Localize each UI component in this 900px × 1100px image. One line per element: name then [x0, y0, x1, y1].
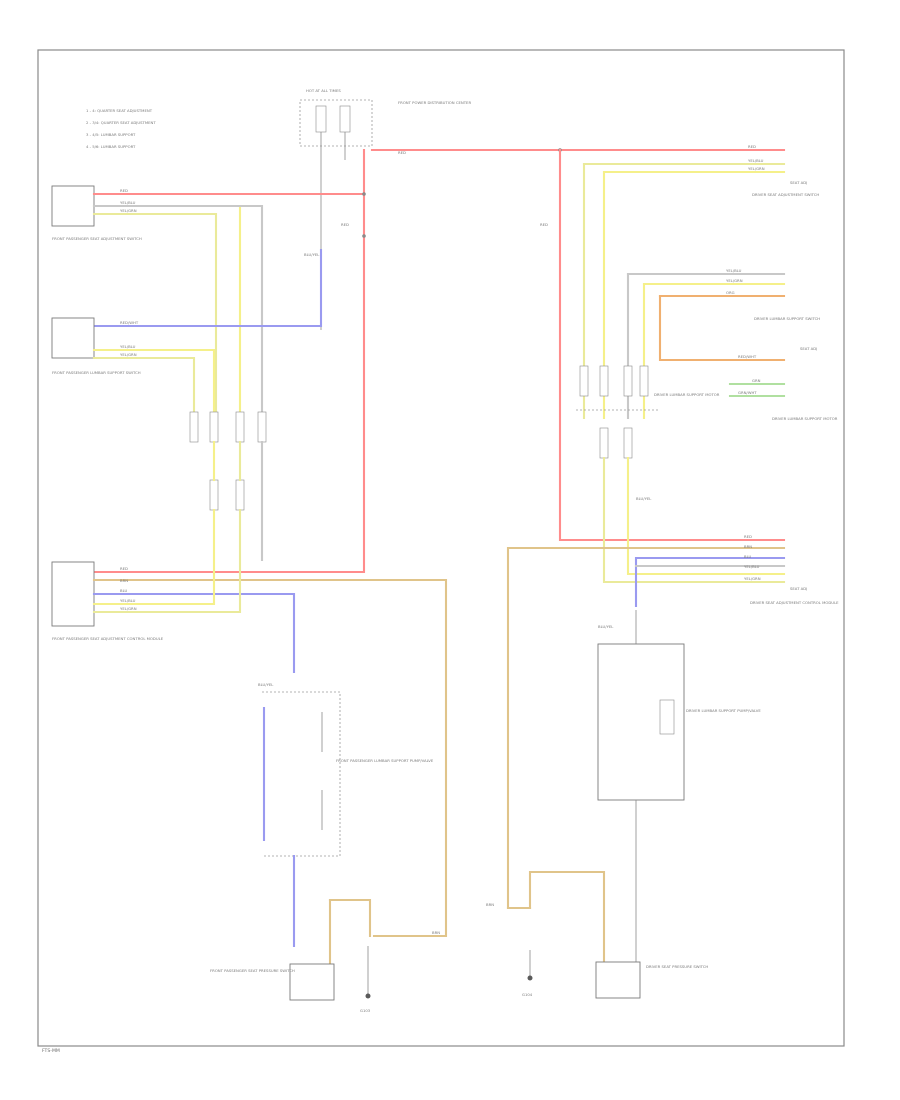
right-mid-ref: SEAT ADJ: [800, 346, 817, 351]
wire-label-yelgrn-rt: YEL/GRN: [748, 166, 765, 171]
wire-label-grn: GRN: [752, 378, 761, 383]
connector-group-right: [579, 365, 649, 459]
wire-label-brn-rb: BRN: [744, 544, 752, 549]
driver-pressure-switch: [595, 961, 641, 999]
wire-label-brn-2: BRN: [432, 930, 440, 935]
page-code: FTS-MM: [42, 1048, 60, 1054]
right-bottom-ref: SEAT ADJ: [790, 586, 807, 591]
wire-yel-rb1: [602, 456, 786, 584]
wire-label-redwht-rm: RED/WHT: [738, 354, 757, 359]
wire-label-bluyel-2: BLU/YEL: [258, 682, 274, 687]
wire-label-red-1: RED: [120, 188, 128, 193]
wire-label-bluyel-r: BLU/YEL: [636, 496, 652, 501]
wire-label-yelgrn-3: YEL/GRN: [120, 606, 137, 611]
wire-yel-lb1: [92, 508, 216, 606]
left-lumbar-outline: [262, 691, 341, 857]
wire-red-riser: [92, 148, 366, 574]
wire-label-blu-1: BLU: [120, 588, 128, 593]
wire-brn-rb: [506, 546, 786, 910]
wire-yel-lt2: [92, 212, 218, 422]
splice-2: [362, 234, 366, 238]
ground-left-label: G103: [360, 1008, 371, 1013]
front-passenger-lumbar-switch: [51, 317, 95, 359]
wire-label-bluyel-1: BLU/YEL: [304, 252, 320, 257]
lumbar-unit-left-label: FRONT PASSENGER LUMBAR SUPPORT PUMP/VALV…: [336, 758, 434, 763]
wire-label-bluyel-r2: BLU/YEL: [598, 624, 614, 629]
wire-label-blu-rb: BLU: [744, 554, 752, 559]
wire-yel-lm2: [92, 356, 196, 420]
wire-label-yelgrn-2: YEL/GRN: [120, 352, 137, 357]
right-top-comp: DRIVER SEAT ADJUSTMENT SWITCH: [752, 192, 819, 197]
wire-yel-rb2: [626, 456, 786, 576]
lumbar-unit-right-label: DRIVER LUMBAR SUPPORT PUMP/VALVE: [686, 708, 761, 713]
ground-right-label: G104: [522, 992, 533, 997]
legend-item-2: 2 - 3/4: QUARTER SEAT ADJUSTMENT: [86, 120, 156, 125]
wire-label-yelblu-rb: YEL/BLU: [744, 564, 760, 569]
fuse-right: [339, 105, 351, 133]
wire-label-brn-1: BRN: [120, 578, 128, 583]
wire-label-yelblu-rt: YEL/BLU: [748, 158, 764, 163]
switch-left-mid-label: FRONT PASSENGER LUMBAR SUPPORT SWITCH: [52, 370, 141, 375]
wire-label-redwht-1: RED/WHT: [120, 320, 139, 325]
front-passenger-seat-module: [51, 561, 95, 627]
right-small-label-a: DRIVER LUMBAR SUPPORT MOTOR: [654, 392, 720, 397]
right-mid-comp: DRIVER LUMBAR SUPPORT SWITCH: [754, 316, 820, 321]
ground-right-icon: [527, 975, 533, 981]
wire-label-red-rt: RED: [748, 144, 756, 149]
splice-1: [362, 192, 366, 196]
wire-brn-lb: [92, 578, 448, 938]
driver-lumbar-actuator: [659, 699, 675, 735]
wire-blu-rb: [634, 556, 786, 608]
wire-label-red-2: RED: [341, 222, 349, 227]
wire-label-yelgrn-rb: YEL/GRN: [744, 576, 761, 581]
wire-label-red-rb: RED: [744, 534, 752, 539]
wire-yel-lm1: [92, 348, 216, 420]
power-source-label: HOT AT ALL TIMES: [306, 88, 341, 93]
wire-gry-lt1: [92, 204, 264, 420]
legend: 1 - 4: QUARTER SEAT ADJUSTMENT 2 - 3/4: …: [86, 108, 156, 149]
wire-label-yelblu-2: YEL/BLU: [120, 344, 136, 349]
wire-label-red-3: RED: [120, 566, 128, 571]
pressure-sw-left-label: FRONT PASSENGER SEAT PRESSURE SWITCH: [210, 968, 295, 973]
ground-left-icon: [365, 993, 371, 999]
right-bottom-comp: DRIVER SEAT ADJUSTMENT CONTROL MODULE: [750, 600, 839, 605]
wire-label-yelblu-3: YEL/BLU: [120, 598, 136, 603]
wire-label-yelgrn-1: YEL/GRN: [120, 208, 137, 213]
fuse-left: [315, 105, 327, 133]
wire-label-yelblu-1: YEL/BLU: [120, 200, 136, 205]
fuse-block-label: FRONT POWER DISTRIBUTION CENTER: [398, 100, 471, 105]
wire-red-rmain: [558, 148, 786, 542]
wire-label-org-rm: ORG: [726, 290, 735, 295]
wire-label-red-top: RED: [398, 150, 406, 155]
switch-left-top-label: FRONT PASSENGER SEAT ADJUSTMENT SWITCH: [52, 236, 142, 241]
wire-blu-lb: [92, 592, 296, 674]
switch-left-bottom-label: FRONT PASSENGER SEAT ADJUSTMENT CONTROL …: [52, 636, 164, 641]
wire-orn-rm-v: [658, 294, 786, 362]
wire-yel-lb2: [92, 508, 242, 614]
right-top-ref: SEAT ADJ: [790, 180, 807, 185]
legend-item-3: 3 - 4/5: LUMBAR SUPPORT: [86, 132, 136, 137]
wire-label-red-rv: RED: [540, 222, 548, 227]
wire-blu-lt: [92, 248, 323, 328]
fuse-block-outline: [299, 99, 373, 147]
right-small-comp: DRIVER LUMBAR SUPPORT MOTOR: [772, 416, 838, 421]
legend-item-4: 4 - 5/6: LUMBAR SUPPORT: [86, 144, 136, 149]
wire-brn-loop: [328, 898, 372, 938]
wire-label-grnwht: GRN/WHT: [738, 390, 757, 395]
legend-item-1: 1 - 4: QUARTER SEAT ADJUSTMENT: [86, 108, 153, 113]
wire-brn-loop-r: [528, 870, 606, 968]
pressure-sw-right-label: DRIVER SEAT PRESSURE SWITCH: [646, 964, 708, 969]
wire-label-yelgrn-rm: YEL/GRN: [726, 278, 743, 283]
front-passenger-pressure-switch: [289, 963, 335, 1001]
wire-label-brn-r: BRN: [486, 902, 494, 907]
wire-label-yelblu-rm: YEL/BLU: [726, 268, 742, 273]
front-passenger-seat-switch: [51, 185, 95, 227]
